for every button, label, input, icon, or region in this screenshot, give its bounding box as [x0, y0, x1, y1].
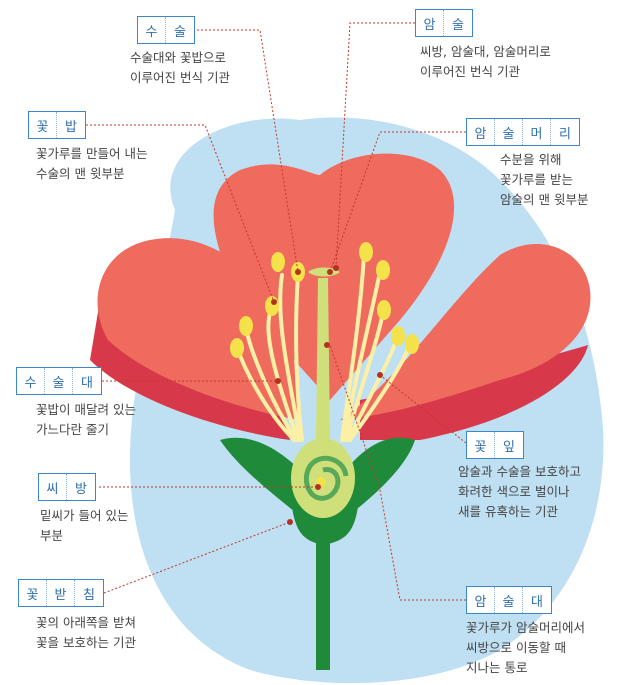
leader-lines — [86, 22, 467, 601]
term-stigma: 암 술 머 리 — [466, 118, 580, 146]
desc-filament: 꽃밥이 매달려 있는 가느다란 줄기 — [36, 402, 136, 437]
desc-stigma: 수분을 위해 꽃가루를 받는 암술의 맨 윗부분 — [500, 152, 589, 207]
term-char: 암 — [416, 10, 444, 36]
term-char: 술 — [452, 17, 464, 33]
desc-petal: 암술과 수술을 보호하고 화려한 색으로 벌이나 새를 유혹하는 기관 — [458, 464, 581, 519]
style-pistil — [316, 278, 330, 440]
term-char: 수 — [17, 368, 45, 394]
desc-pistil: 씨방, 암술대, 암술머리로 이루어진 번식 기관 — [420, 44, 551, 79]
term-receptacle: 꽃 받 침 — [18, 579, 104, 607]
term-char: 꽃 — [29, 112, 57, 138]
leader-dots — [271, 265, 383, 525]
desc-stamen: 수술대와 꽃밥으로 이루어진 번식 기관 — [130, 50, 230, 85]
term-style: 암 술 대 — [466, 586, 552, 614]
desc-ovary: 밑씨가 들어 있는 부분 — [40, 508, 129, 543]
term-char: 술 — [495, 119, 523, 145]
anthers — [230, 242, 419, 358]
desc-anther: 꽃가루를 만들어 내는 수술의 맨 윗부분 — [36, 146, 148, 181]
term-ovary: 씨 방 — [38, 473, 96, 501]
term-char: 받 — [47, 580, 75, 606]
desc-style: 꽃가루가 암술머리에서 씨방으로 이동할 때 지나는 통로 — [466, 620, 585, 675]
petal-top — [213, 153, 455, 400]
term-petal: 꽃 잎 — [466, 431, 524, 459]
term-char: 술 — [174, 24, 186, 40]
term-char: 리 — [559, 126, 571, 142]
term-char: 잎 — [503, 439, 515, 455]
term-char: 머 — [523, 119, 551, 145]
term-char: 꽃 — [467, 432, 495, 458]
petal-right — [340, 243, 591, 420]
term-char: 술 — [495, 587, 523, 613]
term-stamen: 수 술 — [137, 16, 195, 44]
term-char: 암 — [467, 119, 495, 145]
term-char: 씨 — [39, 474, 67, 500]
term-pistil: 암 술 — [415, 9, 473, 37]
filaments — [236, 253, 412, 442]
term-char: 침 — [83, 587, 95, 603]
term-anther: 꽃 밥 — [28, 111, 86, 139]
term-char: 암 — [467, 587, 495, 613]
term-filament: 수 술 대 — [16, 367, 102, 395]
term-char: 꽃 — [19, 580, 47, 606]
term-char: 밥 — [65, 119, 77, 135]
term-char: 대 — [531, 594, 543, 610]
stigma-top — [308, 267, 340, 277]
ovule-swirl — [303, 455, 349, 501]
term-char: 술 — [45, 368, 73, 394]
term-char: 방 — [75, 481, 87, 497]
stem — [316, 520, 330, 670]
term-char: 대 — [81, 375, 93, 391]
term-char: 수 — [138, 17, 166, 43]
desc-receptacle: 꽃의 아래쪽을 받쳐 꽃을 보호하는 기관 — [36, 615, 136, 650]
